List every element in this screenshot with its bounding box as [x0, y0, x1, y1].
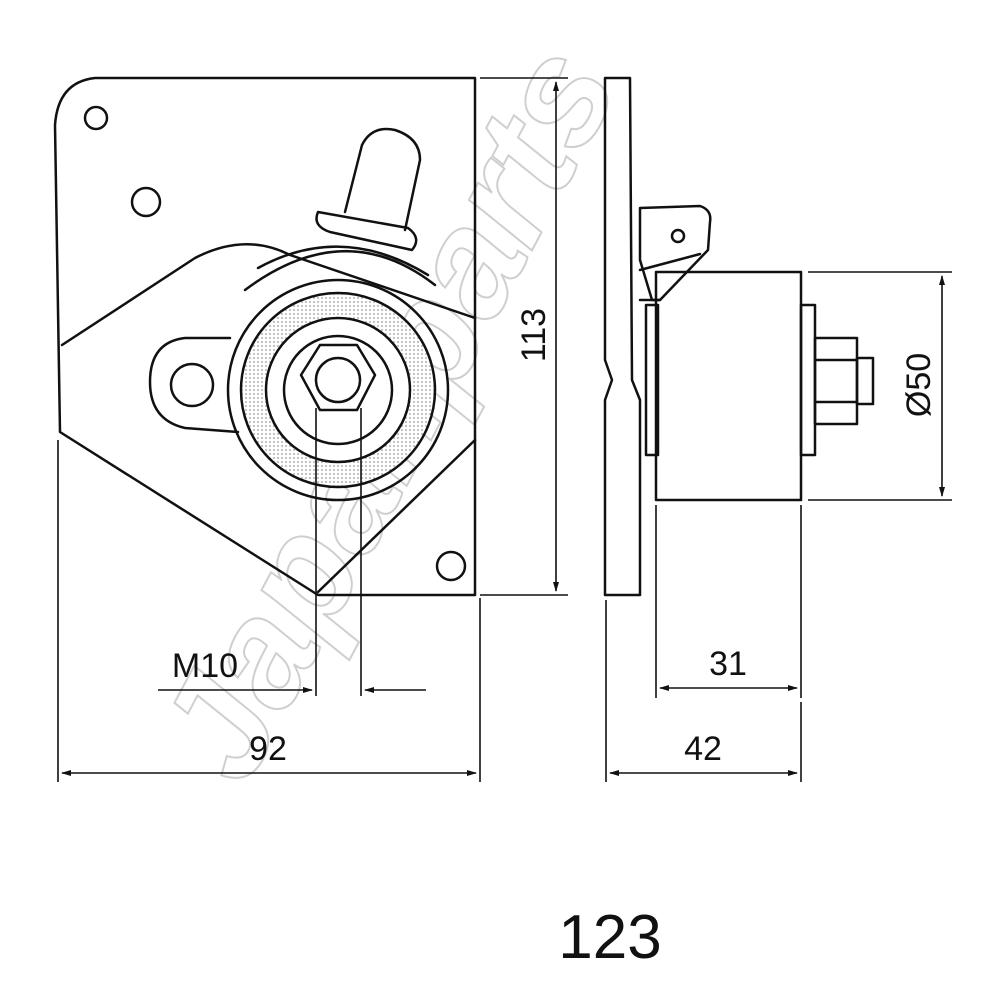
side-view [603, 76, 875, 597]
bolt [314, 356, 362, 404]
pulley-hub [282, 334, 394, 446]
front-view [53, 76, 477, 597]
arm-pivot-hole [169, 362, 215, 408]
dim-m10-label: M10 [172, 647, 238, 685]
bolt-washer-side [799, 303, 817, 457]
mounting-plate [53, 76, 477, 597]
side-plate [603, 76, 642, 597]
nut-flats [813, 358, 859, 404]
hex-nut [299, 343, 377, 412]
side-bracket-hole [670, 228, 686, 244]
dim-31-label: 31 [709, 645, 747, 683]
part-number: 123 [558, 903, 661, 972]
spring-post-base [315, 210, 418, 252]
pulley-outer [226, 278, 450, 502]
dim-92-label: 92 [249, 730, 287, 768]
tensioner-arm [60, 242, 477, 594]
arm-lobe [148, 336, 240, 434]
bolt-tip-side [855, 356, 875, 406]
pulley-hub-side [644, 303, 660, 457]
mounting-hole-top-left [83, 105, 109, 131]
mounting-hole-middle [130, 186, 162, 218]
dim-50-label: Ø50 [900, 353, 938, 417]
mounting-hole-bottom-right [435, 550, 467, 582]
nut-side [813, 336, 859, 426]
dim-113-label: 113 [515, 308, 553, 362]
pulley-inner-face [264, 316, 412, 464]
dim-42-label: 42 [684, 730, 722, 768]
spring-post [343, 127, 422, 232]
adjust-arc [243, 245, 437, 292]
pulley-body-side [654, 270, 803, 502]
